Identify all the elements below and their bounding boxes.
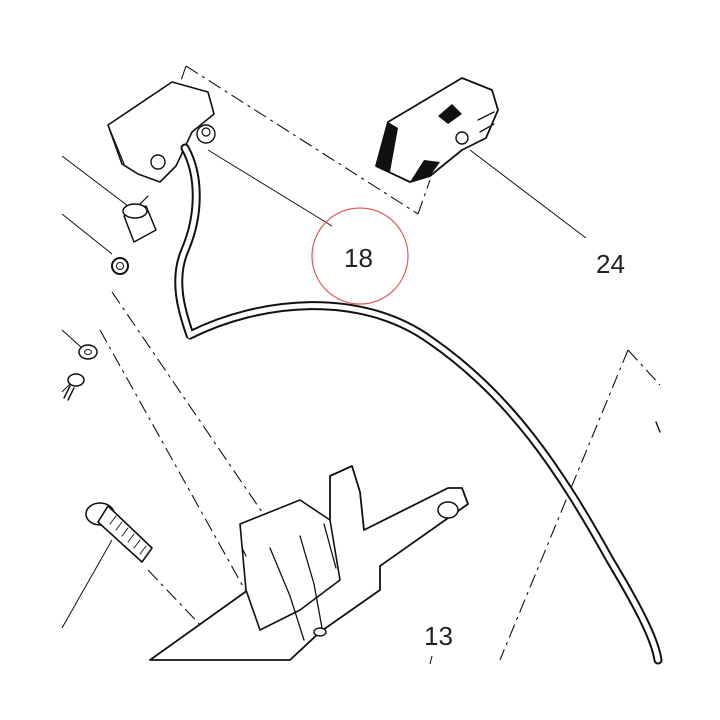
part-13-handle-frame <box>149 421 661 661</box>
part-18-cable-assembly <box>107 81 663 665</box>
hardware-small-screw <box>63 373 85 401</box>
assembly-guide-lines <box>99 65 661 661</box>
callout-label-18: 18 <box>344 243 373 273</box>
part-24-switch-housing <box>375 77 499 183</box>
callout-label-13: 13 <box>424 621 453 651</box>
hardware-lock-washer <box>111 257 129 275</box>
leader-lines-left <box>61 155 129 629</box>
hardware-bolt <box>85 502 153 563</box>
callout-leaders <box>207 149 587 665</box>
callout-18-highlight-circle <box>311 207 409 305</box>
callout-label-24: 24 <box>596 249 625 279</box>
hardware-flat-washer <box>78 344 98 360</box>
hardware-sleeve-nut <box>122 195 157 243</box>
